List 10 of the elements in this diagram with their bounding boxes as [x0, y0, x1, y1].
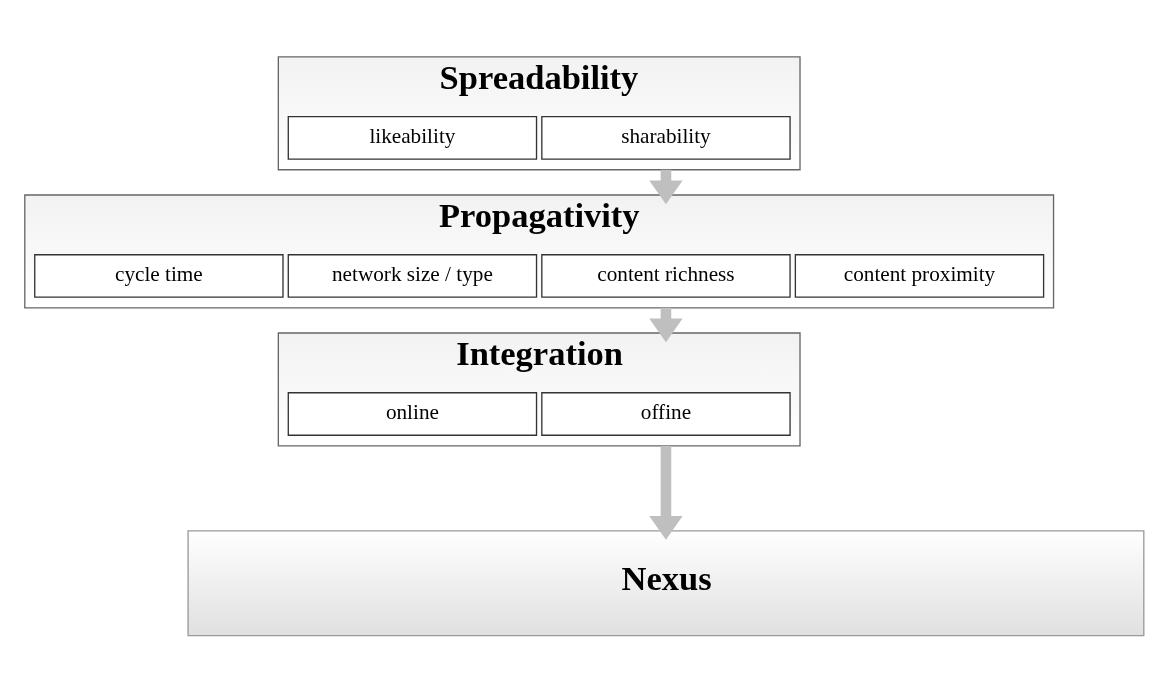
node-box: offine [541, 392, 791, 436]
node-box: sharability [541, 116, 791, 160]
node-box: online [287, 392, 538, 436]
node-box: content proximity [794, 254, 1045, 298]
node-box: content richness [541, 254, 791, 298]
node-box: likeability [287, 116, 538, 160]
arrow [649, 445, 683, 540]
node-box: Nexus [187, 530, 1145, 637]
node-box: cycle time [34, 254, 284, 298]
node-box: network size / type [287, 254, 538, 298]
